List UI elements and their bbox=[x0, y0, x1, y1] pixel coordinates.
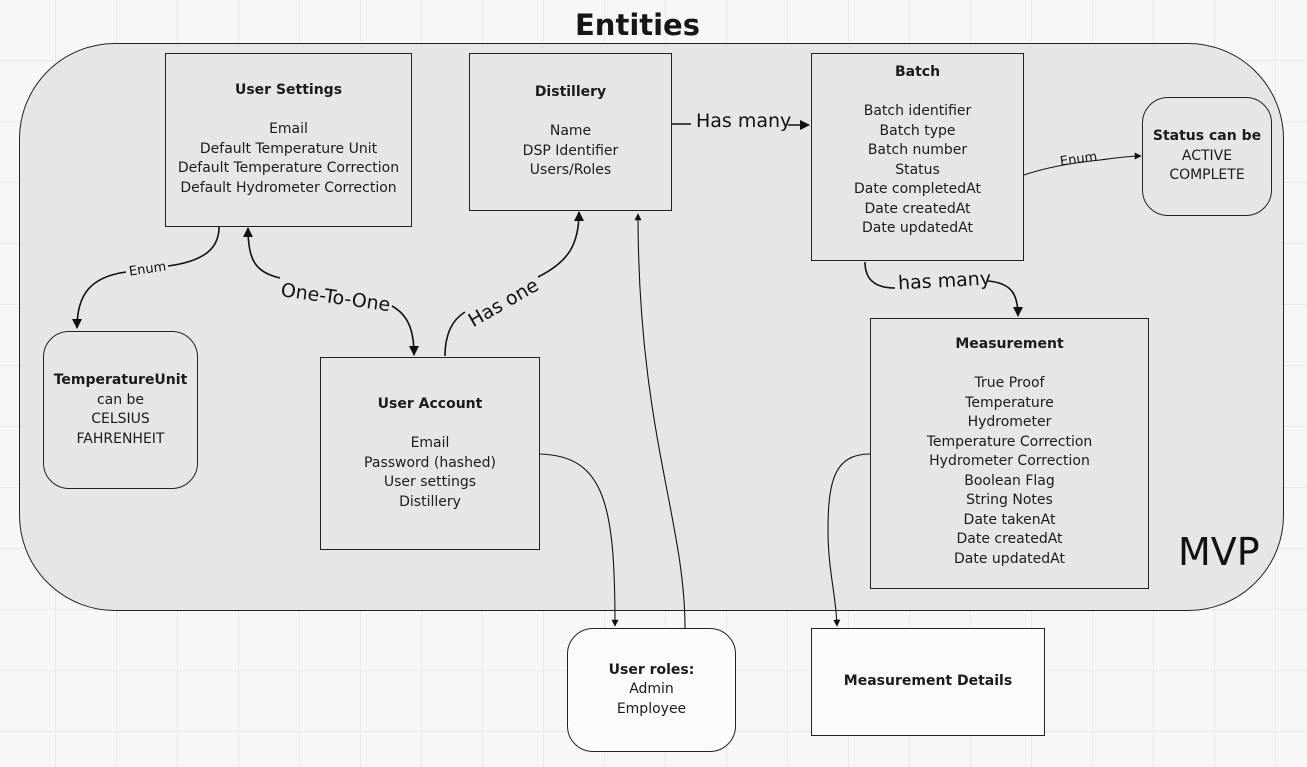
field: Default Temperature Correction bbox=[177, 160, 400, 176]
field: Date createdAt bbox=[956, 531, 1063, 547]
measurement-entity: Measurement True Proof Temperature Hydro… bbox=[870, 318, 1149, 589]
field: Batch number bbox=[867, 142, 968, 158]
connector-account-distillery-b bbox=[537, 211, 584, 278]
enum-value: FAHRENHEIT bbox=[76, 430, 165, 447]
measurement-details-entity: Measurement Details bbox=[811, 628, 1045, 736]
connector-settings-account-a bbox=[243, 227, 281, 279]
field: Date updatedAt bbox=[862, 220, 973, 236]
field: Users/Roles bbox=[529, 162, 612, 178]
connector-batch-status bbox=[1023, 152, 1142, 176]
batch-entity: Batch Batch identifier Batch type Batch … bbox=[811, 53, 1024, 261]
user-settings-title: User Settings bbox=[234, 82, 343, 98]
temperature-unit-subtitle: can be bbox=[96, 391, 145, 408]
user-settings-entity: User Settings Email Default Temperature … bbox=[165, 53, 412, 227]
field: User settings bbox=[383, 474, 477, 490]
batch-title: Batch bbox=[894, 64, 941, 80]
role-value: Admin bbox=[629, 681, 674, 698]
connector-roles-distillery bbox=[634, 213, 686, 629]
distillery-title: Distillery bbox=[534, 84, 607, 100]
field: Date createdAt bbox=[864, 200, 971, 217]
user-roles-box: User roles: Admin Employee bbox=[567, 628, 736, 752]
connector-batch-measurement-a bbox=[864, 261, 896, 289]
field: DSP Identifier bbox=[522, 142, 619, 159]
user-roles-title: User roles: bbox=[608, 661, 695, 678]
field: Date completedAt bbox=[853, 181, 981, 197]
user-account-title: User Account bbox=[377, 396, 483, 412]
temperature-unit-title: TemperatureUnit bbox=[53, 372, 188, 388]
field: Temperature Correction bbox=[926, 433, 1093, 450]
distillery-entity: Distillery Name DSP Identifier Users/Rol… bbox=[469, 53, 672, 211]
field: Default Temperature Unit bbox=[199, 140, 378, 157]
connector-account-distillery-a bbox=[444, 311, 466, 357]
role-value: Employee bbox=[616, 700, 687, 717]
field: True Proof bbox=[974, 375, 1045, 391]
field: Temperature bbox=[965, 394, 1054, 411]
diagram-title: Entities bbox=[575, 8, 700, 42]
label-has-many: Has many bbox=[696, 110, 792, 132]
field: Batch identifier bbox=[863, 103, 972, 119]
status-enum-title: Status can be bbox=[1152, 128, 1262, 145]
field: Date updatedAt bbox=[954, 550, 1065, 567]
measurement-title: Measurement bbox=[955, 336, 1064, 352]
connector-settings-account-b bbox=[391, 305, 419, 356]
field: Hydrometer Correction bbox=[929, 453, 1090, 469]
field: Boolean Flag bbox=[964, 472, 1055, 489]
enum-value: ACTIVE bbox=[1181, 147, 1233, 164]
enum-value: COMPLETE bbox=[1169, 167, 1245, 184]
field: String Notes bbox=[966, 492, 1053, 508]
field: Date takenAt bbox=[963, 511, 1056, 528]
field: Email bbox=[410, 435, 450, 451]
field: Distillery bbox=[399, 493, 461, 510]
connector-measurement-details bbox=[827, 453, 871, 627]
connector-account-roles bbox=[539, 453, 619, 627]
temperature-unit-box: TemperatureUnit can be CELSIUS FAHRENHEI… bbox=[43, 331, 198, 489]
status-enum-box: Status can be ACTIVE COMPLETE bbox=[1142, 97, 1272, 216]
field: Password (hashed) bbox=[364, 454, 496, 471]
field: Email bbox=[269, 121, 308, 137]
field: Hydrometer bbox=[967, 414, 1052, 430]
enum-value: CELSIUS bbox=[91, 411, 150, 427]
field: Default Hydrometer Correction bbox=[180, 179, 397, 196]
connector-batch-measurement-b bbox=[987, 280, 1023, 317]
connector-settings-tempunit bbox=[77, 226, 220, 328]
user-account-entity: User Account Email Password (hashed) Use… bbox=[320, 357, 540, 550]
mvp-frame-label: MVP bbox=[1178, 530, 1260, 574]
field: Status bbox=[895, 161, 940, 178]
field: Batch type bbox=[879, 122, 956, 139]
measurement-details-title: Measurement Details bbox=[843, 673, 1013, 690]
field: Name bbox=[549, 123, 592, 139]
